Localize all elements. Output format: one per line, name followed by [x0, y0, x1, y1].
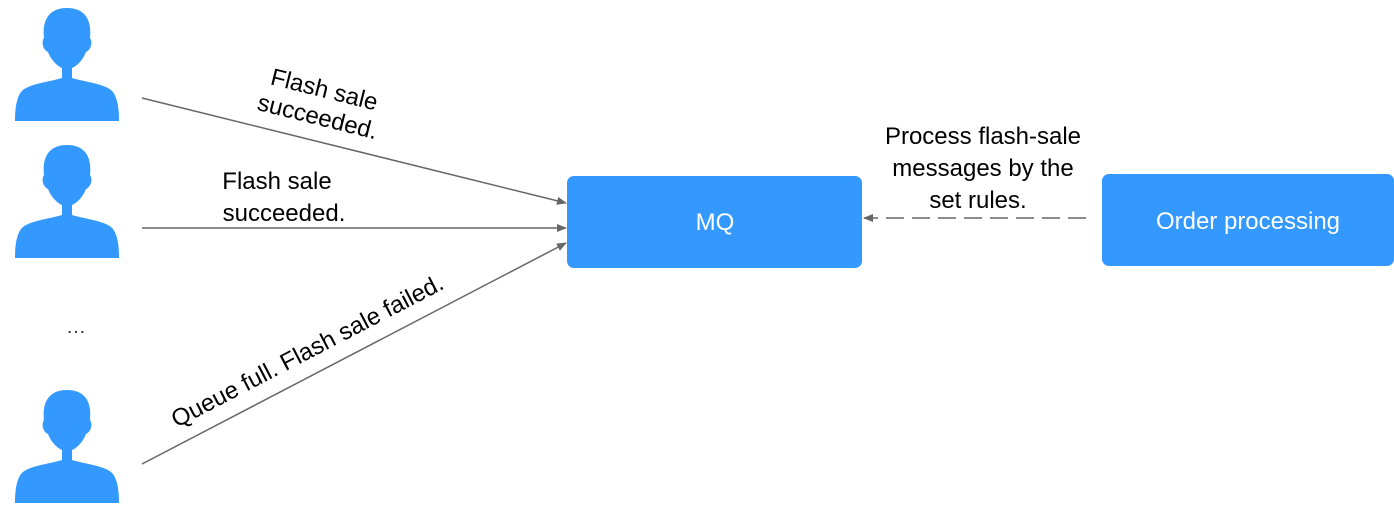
edge-label-order-line2: messages by the — [892, 155, 1073, 182]
edge-label-user2-line2: succeeded. — [223, 200, 346, 227]
user-icon — [15, 8, 119, 121]
arrow-user1-to-mq — [141, 97, 567, 205]
arrow-user3-to-mq — [141, 242, 567, 465]
edge-label-user2-line1: Flash sale — [222, 168, 331, 195]
edge-label-user2: Flash sale succeeded. — [222, 168, 345, 227]
order-processing-label: Order processing — [1156, 208, 1340, 235]
more-users-ellipsis: … — [66, 316, 86, 338]
mq-label: MQ — [696, 209, 735, 236]
edge-label-order-line1: Process flash-sale — [885, 123, 1081, 150]
edge-label-user3-text: Queue full. Flash sale failed. — [167, 269, 448, 433]
edge-label-order: Process flash-sale messages by the set r… — [885, 123, 1081, 214]
edge-label-user1: Flash sale succeeded. — [255, 64, 381, 145]
order-processing-node: Order processing — [1102, 174, 1394, 266]
edge-label-order-line3: set rules. — [929, 187, 1026, 214]
edge-label-user3: Queue full. Flash sale failed. — [167, 269, 448, 433]
user-icon — [15, 390, 119, 503]
user-icon — [15, 145, 119, 258]
mq-node: MQ — [567, 176, 862, 268]
